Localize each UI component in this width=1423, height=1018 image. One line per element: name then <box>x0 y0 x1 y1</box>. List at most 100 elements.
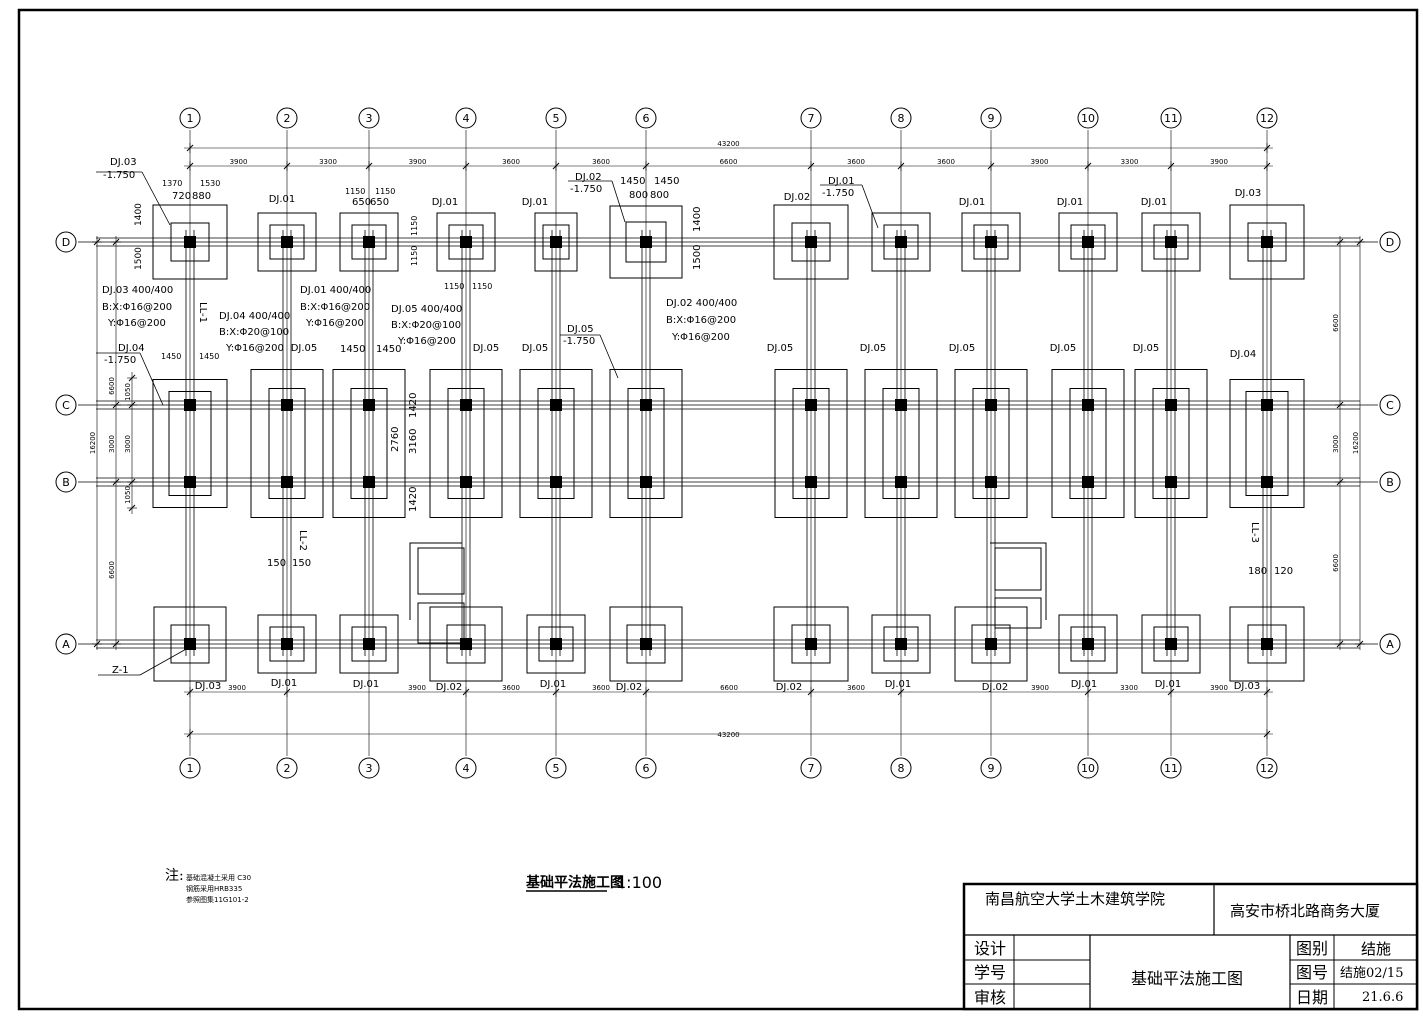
beam-label-ll1: LL-1 <box>197 302 208 323</box>
axis-bubble: 5 <box>545 757 567 779</box>
footing-outer <box>609 606 683 682</box>
footing-outer <box>257 614 317 674</box>
axis-bubble-label: 6 <box>643 762 650 775</box>
column-square <box>1261 638 1273 650</box>
rebar-spec-dj02: DJ.02 400/400 B:X:Φ16@200 Y:Φ16@200 <box>666 298 737 343</box>
dim-text: 3900 <box>409 158 427 166</box>
title-field-value: 结施 <box>1361 940 1391 958</box>
footing-step <box>168 391 212 496</box>
footing-outer <box>526 614 586 674</box>
column-square <box>460 399 472 411</box>
notes-title: 注: <box>165 868 184 884</box>
axis-bubble-circle <box>1256 757 1278 779</box>
axis-bubble-circle <box>1077 107 1099 129</box>
axis-bubble-circle <box>1256 107 1278 129</box>
axis-bubble-label: 4 <box>463 762 470 775</box>
axis-bubble: 7 <box>800 757 822 779</box>
rebar-spec-line: Y:Φ16@200 <box>225 343 284 354</box>
column-square <box>460 236 472 248</box>
callout-dj03-elev: -1.750 <box>103 170 135 181</box>
callout-dj02-name: DJ.02 <box>575 172 602 183</box>
dim-text: 3600 <box>502 158 520 166</box>
callout-dj01-elev: -1.750 <box>822 188 854 199</box>
column-square <box>640 236 652 248</box>
column-square <box>895 476 907 488</box>
column-square <box>550 399 562 411</box>
footing-label: DJ.01 <box>271 678 298 689</box>
rebar-spec-line: B:X:Φ16@200 <box>300 302 370 313</box>
dim-text: 3300 <box>1121 158 1139 166</box>
footing-step <box>882 388 920 499</box>
footing-step <box>883 224 919 260</box>
footing-combined <box>864 369 938 518</box>
footing-outer <box>773 606 849 682</box>
footing-outer <box>1141 614 1201 674</box>
axis-bubble: B <box>55 471 77 493</box>
footing-label: DJ.02 <box>616 682 643 693</box>
axis-bubble-circle <box>1379 471 1401 493</box>
footing-outer <box>609 205 683 279</box>
footing-label: DJ.01 <box>540 679 567 690</box>
footings <box>152 204 1305 682</box>
axis-bubble-circle <box>55 633 77 655</box>
column-square <box>805 638 817 650</box>
dim-total-top: 43200 <box>717 140 739 148</box>
footing-combined <box>519 369 593 518</box>
title-field-value: 结施02/15 <box>1340 966 1403 981</box>
footing-step <box>542 224 570 260</box>
axis-bubble-label: C <box>1386 399 1394 412</box>
dim-text: 1150 <box>410 246 419 266</box>
footing-label: DJ.01 <box>522 197 549 208</box>
callout-dj01: DJ.01 -1.750 <box>820 176 879 229</box>
footing-label: DJ.05 <box>949 343 976 354</box>
axis-bubble-circle <box>276 107 298 129</box>
pit-outline <box>409 542 462 620</box>
dim-side-total-right: 16200 <box>1352 432 1360 454</box>
footing-step <box>447 388 485 499</box>
axis-bubble-circle <box>800 757 822 779</box>
footing-outer <box>257 212 317 272</box>
axis-bubble-label: D <box>62 236 70 249</box>
footing-label: DJ.02 <box>982 682 1009 693</box>
dim-text: 1450 <box>620 176 645 187</box>
notes-line: 钢筋采用HRB335 <box>186 884 242 893</box>
axis-bubble-circle <box>1379 633 1401 655</box>
dim-slash <box>1336 640 1344 648</box>
axis-bubble-label: 10 <box>1081 112 1095 125</box>
callout-dj05-name: DJ.05 <box>567 324 594 335</box>
axis-bubble-label: A <box>1386 638 1394 651</box>
footing-label: DJ.01 <box>1155 679 1182 690</box>
title-field-label: 日期 <box>1296 988 1328 1007</box>
footing-outer <box>1051 369 1125 518</box>
axis-bubble-circle <box>545 107 567 129</box>
footing-row-a <box>1141 614 1201 674</box>
column-square <box>805 399 817 411</box>
rebar-spec-dj04: DJ.04 400/400 B:X:Φ20@100 Y:Φ16@200 <box>219 311 290 354</box>
title-field-label: 图别 <box>1296 939 1328 958</box>
footing-label: DJ.05 <box>473 343 500 354</box>
footing-step <box>1070 224 1106 260</box>
axis-bubble-circle <box>455 107 477 129</box>
dim-side-total-left: 16200 <box>89 432 97 454</box>
footing-outer <box>954 369 1028 518</box>
footing-step <box>972 388 1010 499</box>
column-square <box>1165 236 1177 248</box>
footing-step <box>792 388 830 499</box>
axis-bubble-circle <box>1077 757 1099 779</box>
axis-bubble-label: 2 <box>284 762 291 775</box>
dim-slash <box>462 162 470 170</box>
axis-bubble-label: 8 <box>898 112 905 125</box>
title-school: 南昌航空大学土木建筑学院 <box>985 890 1165 908</box>
dim-text: 1150 <box>375 187 395 196</box>
axis-bubble: 10 <box>1077 107 1099 129</box>
footing-combined <box>609 369 683 518</box>
column-square <box>1165 476 1177 488</box>
dim-text: 6600 <box>108 561 116 579</box>
axis-bubble: C <box>1379 394 1401 416</box>
footing-step <box>627 388 665 499</box>
footing-row-d <box>534 212 578 272</box>
axis-bubble: A <box>55 633 77 655</box>
axis-bubble: 8 <box>890 107 912 129</box>
axis-bubble: 6 <box>635 107 657 129</box>
dim-text: 1450 <box>161 352 181 361</box>
